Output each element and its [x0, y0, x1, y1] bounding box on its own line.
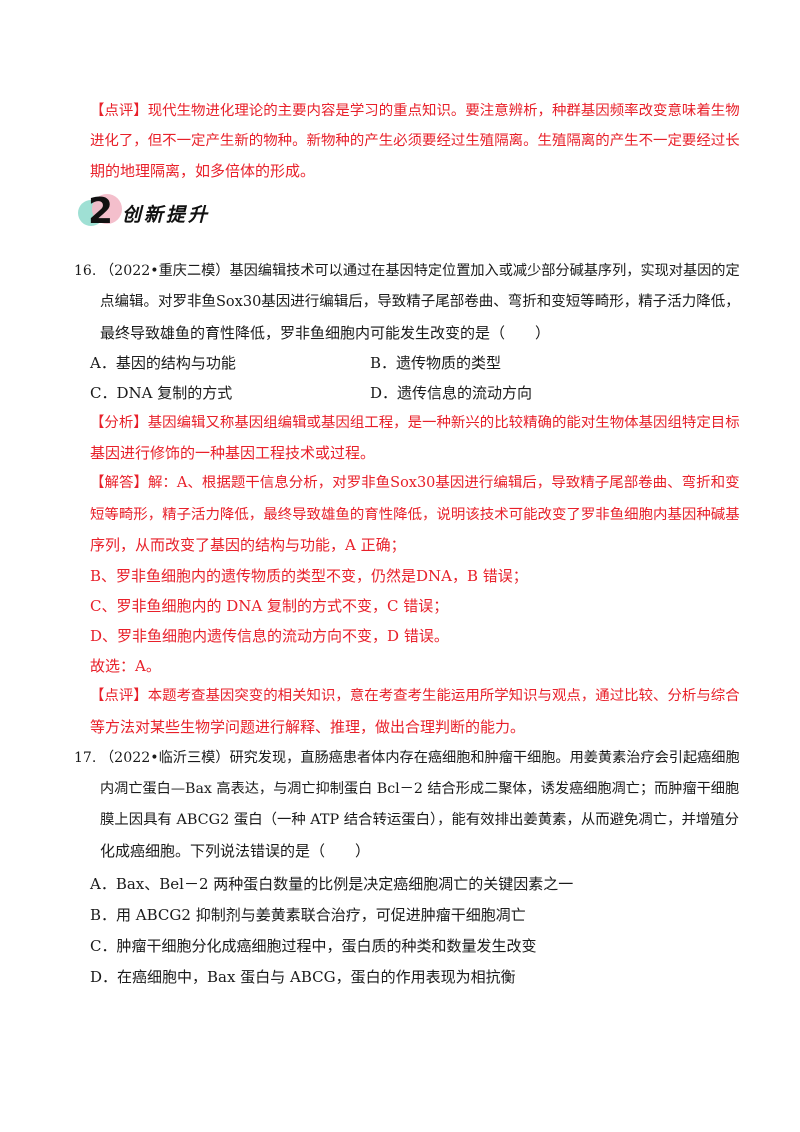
q16-review-line-1: 【点评】本题考查基因突变的相关知识，意在考查考生能运用所学知识与观点，通过比较、… [90, 688, 740, 704]
review-line-3: 期的地理隔离，如多倍体的形成。 [90, 162, 316, 180]
decorative-heart-icon [92, 194, 122, 224]
q16-solution-line-1: 【解答】解：A、根据题干信息分析，对罗非鱼Sox30基因进行编辑后，导致精子尾部… [90, 475, 740, 491]
q16-solution-line-7: 故选：A。 [90, 657, 161, 675]
q16-solution-line-2: 短等畸形，精子活力降低，最终导致雄鱼的育性降低，说明该技术可能改变了罗非鱼细胞内… [90, 507, 740, 523]
q17-stem-line-3: 膜上因具有 ABCG2 蛋白（一种 ATP 结合转运蛋白），能有效排出姜黄素，从… [100, 812, 740, 828]
q16-analysis-line-1: 【分析】基因编辑又称基因组编辑或基因组工程，是一种新兴的比较精确的能对生物体基因… [90, 415, 740, 431]
q17-option-a: A．Bax、Bel－2 两种蛋白数量的比例是决定癌细胞凋亡的关键因素之一 [90, 875, 574, 893]
q16-stem-line-1: （2022•重庆二模）基因编辑技术可以通过在基因特定位置加入或减少部分碱基序列，… [100, 263, 740, 279]
q17-option-c: C．肿瘤干细胞分化成癌细胞过程中，蛋白质的种类和数量发生改变 [90, 937, 537, 955]
q16-solution-line-4: B、罗非鱼细胞内的遗传物质的类型不变，仍然是DNA，B 错误； [90, 567, 528, 585]
section-heading: 2 创新提升 [78, 191, 278, 238]
question-16-number: 16. [74, 263, 97, 279]
q16-solution-line-3: 序列，从而改变了基因的结构与功能，A 正确； [90, 536, 406, 554]
section-title: 创新提升 [122, 204, 211, 226]
q16-solution-line-5: C、罗非鱼细胞内的 DNA 复制的方式不变，C 错误； [90, 597, 449, 615]
q16-option-c: C．DNA 复制的方式 [90, 384, 233, 402]
q16-review-line-2: 等方法对某些生物学问题进行解释、推理，做出合理判断的能力。 [90, 718, 526, 736]
q16-solution-line-6: D、罗非鱼细胞内遗传信息的流动方向不变，D 错误。 [90, 627, 449, 645]
question-17-number: 17. [74, 750, 97, 766]
section-number: 2 [88, 191, 114, 232]
q17-stem-line-4: 化成癌细胞。下列说法错误的是（ ） [100, 842, 371, 860]
q17-stem-line-1: （2022•临沂三模）研究发现，直肠癌患者体内存在癌细胞和肿瘤干细胞。用姜黄素治… [100, 750, 740, 766]
q17-stem-line-2: 内凋亡蛋白—Bax 高表达，与凋亡抑制蛋白 Bcl－2 结合形成二聚体，诱发癌细… [100, 781, 740, 797]
q17-option-b: B．用 ABCG2 抑制剂与姜黄素联合治疗，可促进肿瘤干细胞凋亡 [90, 906, 526, 924]
review-line-2: 进化了，但不一定产生新的物种。新物种的产生必须要经过生殖隔离。生殖隔离的产生不一… [90, 133, 740, 149]
q16-stem-line-2: 点编辑。对罗非鱼Sox30基因进行编辑后，导致精子尾部卷曲、弯折和变短等畸形，精… [100, 294, 740, 310]
q16-option-b: B．遗传物质的类型 [370, 354, 502, 372]
q17-option-d: D．在癌细胞中，Bax 蛋白与 ABCG，蛋白的作用表现为相抗衡 [90, 968, 516, 986]
q16-analysis-line-2: 基因进行修饰的一种基因工程技术或过程。 [90, 444, 376, 462]
q16-option-a: A．基因的结构与功能 [90, 354, 236, 372]
review-line-1: 【点评】现代生物进化理论的主要内容是学习的重点知识。要注意辨析，种群基因频率改变… [90, 103, 740, 119]
q16-option-d: D．遗传信息的流动方向 [370, 384, 533, 402]
q16-stem-line-3: 最终导致雄鱼的育性降低，罗非鱼细胞内可能发生改变的是（ ） [100, 324, 551, 342]
